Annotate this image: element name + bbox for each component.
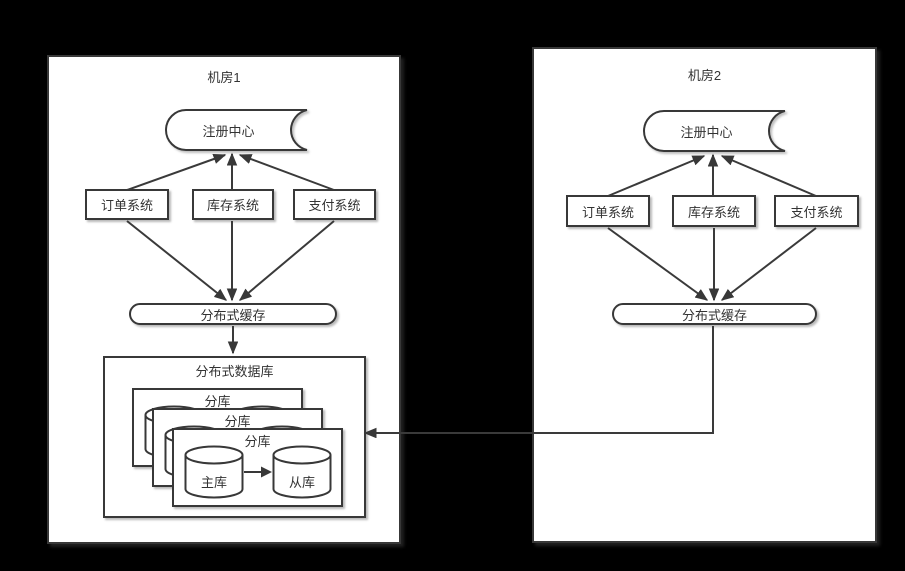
- shard-label: 分库: [204, 394, 231, 409]
- distributed-cache-pill: 分布式缓存: [612, 303, 817, 325]
- stored-data-icon: [643, 110, 786, 152]
- order-system-label: 订单系统: [581, 204, 634, 220]
- shard-label: 分库: [224, 414, 251, 429]
- payment-system-box: 支付系统: [293, 189, 376, 220]
- payment-system-label: 支付系统: [790, 204, 843, 220]
- master-db-label: 主库: [200, 475, 227, 490]
- datacenter-2-title: 机房2: [687, 68, 722, 83]
- stored-data-icon: [165, 109, 308, 151]
- datacenter-2-box: 机房2 注册中心 订单系统 库存系统 支付系统 分布式缓存: [532, 47, 877, 543]
- order-system-box: 订单系统: [566, 195, 650, 227]
- registry-center-shape: 注册中心: [634, 109, 787, 153]
- order-system-label: 订单系统: [100, 198, 153, 213]
- payment-system-label: 支付系统: [308, 198, 361, 213]
- registry-center-shape: 注册中心: [156, 108, 309, 152]
- inventory-system-box: 库存系统: [672, 195, 756, 227]
- inventory-system-label: 库存系统: [687, 204, 740, 220]
- registry-center-label: 注册中心: [202, 123, 255, 139]
- datacenter-1-box: 机房1 注册中心 订单系统 库存系统 支付系统 分布式缓存 分布式数据库: [47, 55, 401, 544]
- distributed-cache-label: 分布式缓存: [200, 307, 266, 323]
- master-slave-cylinders-icon: [184, 445, 332, 499]
- slave-db-label: 从库: [288, 475, 315, 490]
- payment-system-box: 支付系统: [774, 195, 859, 227]
- distributed-database-title: 分布式数据库: [195, 364, 274, 379]
- inventory-system-label: 库存系统: [206, 198, 259, 213]
- distributed-database-box: 分布式数据库 分库 主库 从库: [103, 356, 366, 518]
- inventory-system-box: 库存系统: [192, 189, 274, 220]
- shard-label: 分库: [244, 434, 271, 449]
- shard-box-front: 分库 主库 从库: [172, 428, 343, 507]
- order-system-box: 订单系统: [85, 189, 169, 220]
- registry-center-label: 注册中心: [680, 124, 733, 140]
- datacenter-1-title: 机房1: [207, 70, 241, 85]
- distributed-cache-pill: 分布式缓存: [129, 303, 337, 325]
- distributed-cache-label: 分布式缓存: [681, 307, 747, 323]
